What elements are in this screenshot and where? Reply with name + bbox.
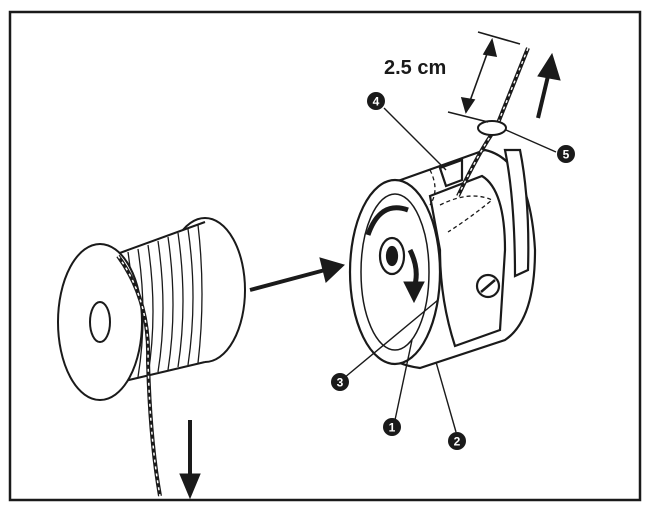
bobbin-case-arm (503, 148, 530, 278)
callout-4-number: 4 (373, 95, 380, 109)
callout-3-number: 3 (337, 376, 344, 390)
spool-center-hole (89, 301, 111, 343)
thread-slot (438, 158, 464, 188)
rotation-arrow (365, 205, 425, 304)
callout-1-number: 1 (389, 421, 396, 435)
callout-5: 5 (557, 145, 575, 163)
thread-spool (57, 217, 246, 497)
thread-path-dashed (439, 195, 494, 233)
pull-up-arrow (536, 52, 561, 119)
dimension-label: 2.5 cm (384, 57, 446, 79)
callout-2: 2 (448, 432, 466, 450)
bobbin-case (348, 148, 537, 370)
callout-leaders (343, 107, 557, 433)
callout-5-number: 5 (563, 148, 570, 162)
pull-down-arrow (179, 420, 201, 500)
diagram-frame (8, 10, 642, 502)
dimension-marker (447, 31, 521, 123)
callout-2-number: 2 (454, 435, 461, 449)
callout-4: 4 (367, 92, 385, 110)
insert-arrow (249, 257, 345, 292)
callout-3: 3 (331, 373, 349, 391)
callout-1: 1 (383, 418, 401, 436)
tension-spring (428, 174, 507, 348)
thread-guide-eye (477, 120, 507, 136)
